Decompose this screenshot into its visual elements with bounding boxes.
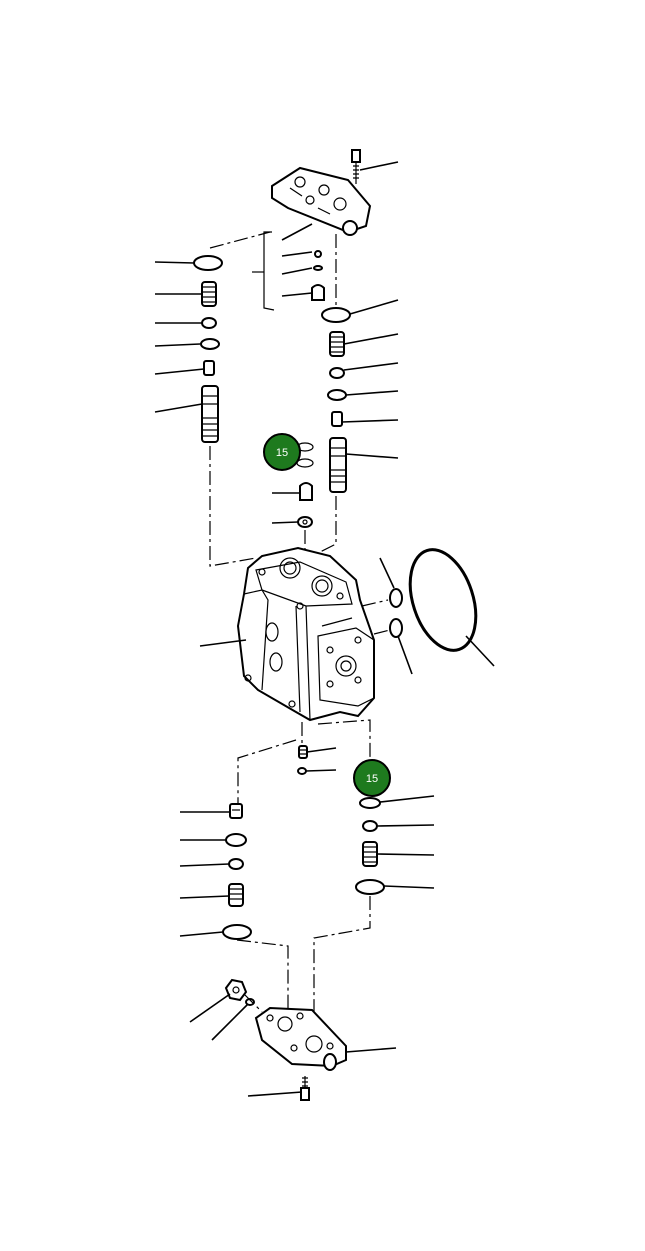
callout-label-lower: 15 — [366, 773, 378, 785]
top-cover — [271, 166, 372, 236]
spring-lower-right — [362, 841, 378, 867]
bottom-bolt — [300, 1076, 310, 1101]
spring-upper-left — [201, 281, 217, 307]
large-o-ring — [408, 548, 478, 652]
callout-badge-lower[interactable]: 15 — [353, 759, 391, 797]
callout-badge-upper[interactable]: 15 — [263, 433, 301, 471]
bottom-cover — [254, 1006, 347, 1071]
top-bolt — [351, 149, 361, 184]
valve-body — [236, 546, 375, 722]
spool-upper-left — [201, 385, 219, 443]
callout-label-upper: 15 — [276, 447, 288, 459]
spring-upper-right — [329, 331, 345, 357]
spring-lower-left — [228, 883, 244, 907]
spool-upper-right — [329, 437, 347, 493]
